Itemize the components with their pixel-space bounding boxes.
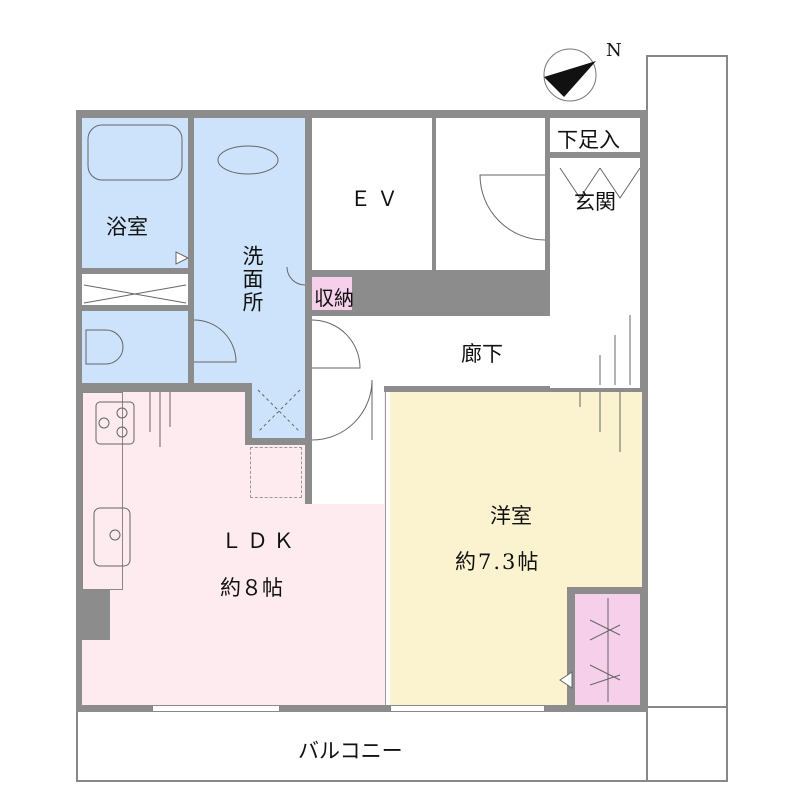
washroom-label: 洗面所 [240, 245, 264, 314]
toilet-room [82, 311, 188, 383]
pillar [76, 590, 110, 640]
stove-icon [95, 401, 135, 445]
entrance-label: 玄関 [574, 190, 616, 214]
elevator-label: ＥＶ [350, 187, 404, 211]
kitchen-sink-icon [93, 507, 131, 567]
hall-upper [436, 118, 545, 270]
balcony-label: バルコニー [298, 739, 403, 763]
entrance-door-arc [479, 174, 546, 241]
partition [385, 392, 390, 705]
hallway-label: 廊下 [461, 342, 503, 366]
western-room-size: 約7.3帖 [455, 550, 541, 574]
sink-icon [217, 145, 279, 175]
ldk-label: ＬＤＫ [221, 529, 299, 553]
compass-north-label: N [606, 40, 622, 61]
toilet-icon [85, 329, 124, 365]
fridge-space [250, 447, 302, 498]
bathroom [82, 118, 188, 268]
window [390, 705, 545, 712]
washroom [194, 118, 305, 383]
bathtub-icon [87, 124, 183, 181]
kitchen-counter [82, 392, 123, 590]
hallway [312, 316, 640, 386]
window [152, 705, 280, 712]
bath-label: 浴室 [106, 215, 148, 239]
ldk-size: 約８帖 [220, 576, 283, 600]
storage-closet [312, 277, 352, 310]
shoe-storage [550, 118, 640, 152]
shoe-storage-label: 下足入 [557, 128, 620, 152]
western-room-label: 洋室 [490, 504, 532, 528]
storage-label: 収納 [314, 286, 354, 310]
shelf-x [83, 284, 187, 304]
elevator [312, 118, 432, 270]
hanger-lines [589, 619, 621, 686]
compass-icon [543, 48, 597, 102]
door-arc [193, 319, 237, 363]
